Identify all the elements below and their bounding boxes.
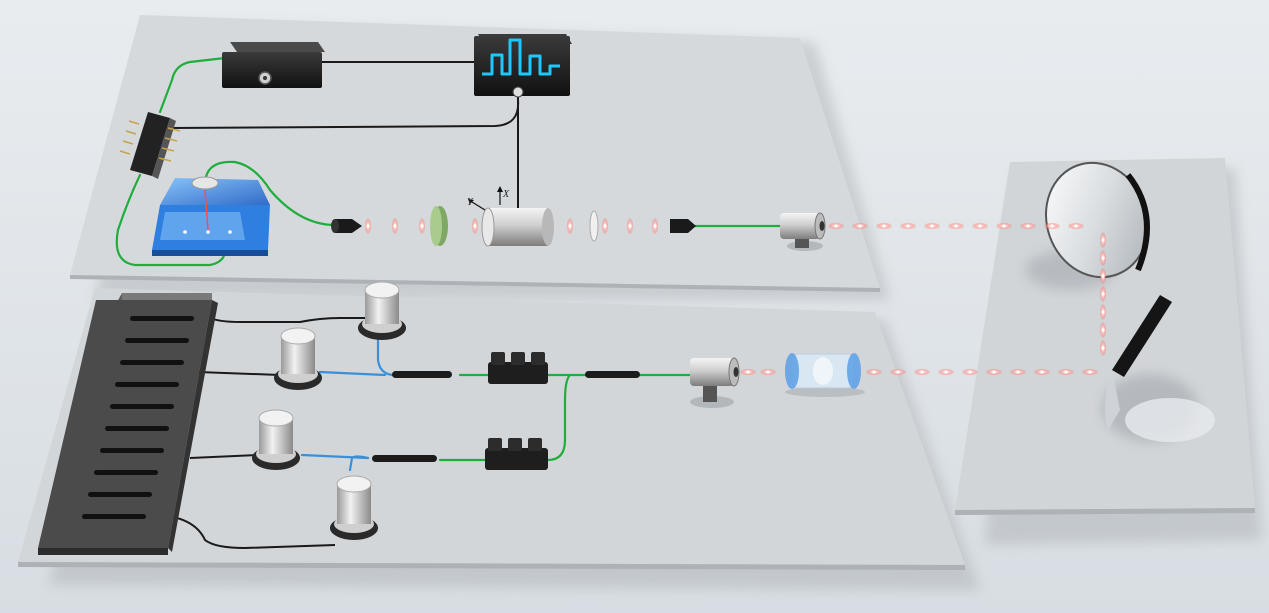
laser-pulse <box>890 368 906 376</box>
oscilloscope <box>474 34 572 98</box>
photodiode-mount-3 <box>252 409 300 470</box>
laser-pulse <box>924 222 940 230</box>
laser-pulse <box>962 368 978 376</box>
laser-pulse <box>938 368 954 376</box>
laser-pulse <box>852 222 868 230</box>
laser-pulse <box>1068 222 1084 230</box>
laser-pulse <box>876 222 892 230</box>
fiber-collimator-left <box>331 219 362 233</box>
photodiode-mount-2 <box>274 327 322 390</box>
laser-pulse <box>900 222 916 230</box>
laser-pulse <box>866 368 882 376</box>
vapor-cell <box>785 353 865 397</box>
laser-pulse <box>1099 322 1107 338</box>
fiber-coupled-laser-diode <box>119 112 181 179</box>
laser-pulse <box>1010 368 1026 376</box>
mirror-bottom <box>1102 295 1215 442</box>
photodiode-mount-4 <box>330 475 378 540</box>
laser-pulse <box>1099 250 1107 266</box>
photodiode-mount-1 <box>358 281 406 340</box>
laser-pulse <box>1058 368 1074 376</box>
balanced-photodetector-lower <box>485 438 548 470</box>
polarizer <box>589 210 599 242</box>
laser-pulse <box>972 222 988 230</box>
laser-pulse <box>1020 222 1036 230</box>
oscilloscope-trace <box>482 38 560 76</box>
laser-pulse <box>828 222 844 230</box>
laser-pulse <box>1099 268 1107 284</box>
signal-cables <box>159 61 520 550</box>
laser-pulse <box>914 368 930 376</box>
collimator-mount-upper <box>780 212 826 251</box>
laser-pulse <box>948 222 964 230</box>
collimator-mount-lower <box>690 357 740 408</box>
laser-pulse <box>391 218 399 234</box>
laser-pulse <box>996 222 1012 230</box>
laser-pulse <box>1044 222 1060 230</box>
laser-pulse <box>418 218 426 234</box>
mirror-top <box>1025 161 1150 290</box>
laser-pulse <box>471 218 479 234</box>
laser-pulse <box>760 368 776 376</box>
laser-pulse <box>651 218 659 234</box>
electro-optic-modulator <box>468 186 554 247</box>
wave-plate <box>430 206 448 246</box>
laser-pulse <box>740 368 756 376</box>
fiber-collimator-right <box>670 219 696 233</box>
laser-pulse <box>566 218 574 234</box>
laser-pulse <box>1099 232 1107 248</box>
laser-pulse <box>364 218 372 234</box>
function-generator <box>222 42 325 88</box>
axis-label-y: Y <box>467 197 474 208</box>
laser-pulse <box>1099 304 1107 320</box>
laser-pulse <box>626 218 634 234</box>
laser-pulse <box>1034 368 1050 376</box>
laser-pulse <box>1099 286 1107 302</box>
axis-label-x: X <box>502 189 510 200</box>
laser-pulse <box>1099 340 1107 356</box>
laser-pulse <box>601 218 609 234</box>
fiber-splitters <box>372 371 640 462</box>
waveguide-chip <box>152 176 270 256</box>
laser-pulse <box>1082 368 1098 376</box>
multi-channel-driver <box>38 293 218 555</box>
balanced-photodetector-upper <box>488 352 548 384</box>
laser-pulse <box>986 368 1002 376</box>
